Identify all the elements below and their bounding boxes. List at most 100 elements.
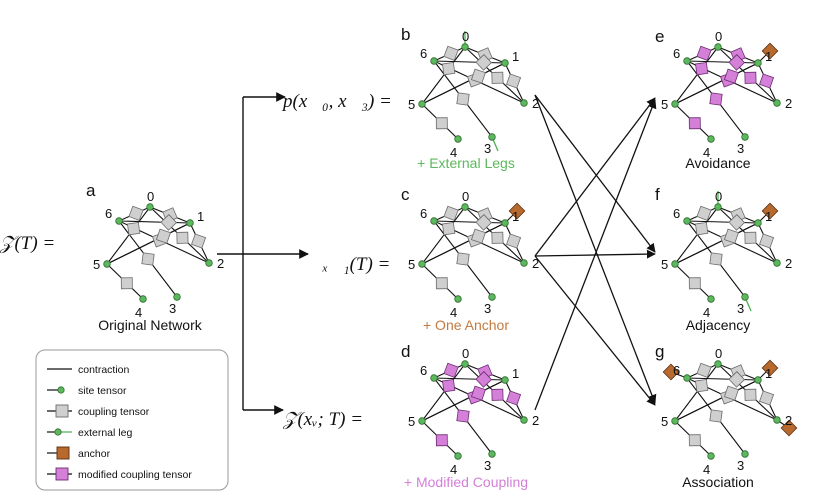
node-label-5: 5: [661, 414, 668, 429]
coupling-tensor-6-3: [709, 409, 723, 423]
caption-c: + One Anchor: [423, 317, 509, 333]
node-label-6: 6: [420, 363, 427, 378]
node-label-3: 3: [169, 301, 176, 316]
modified-coupling-tensor-6-1: [728, 54, 746, 71]
node-label-5: 5: [93, 257, 100, 272]
site-tensor-4: [707, 295, 715, 303]
legend-site-icon: [57, 386, 65, 394]
cross-arrows: [534, 94, 657, 411]
site-tensor-5: [671, 100, 679, 108]
site-tensor-4: [454, 295, 462, 303]
node-label-2: 2: [785, 256, 792, 271]
contraction-edge-1-5: [421, 379, 506, 422]
legend-label-contraction: contraction: [78, 364, 130, 376]
panel-letter-b: b: [401, 25, 410, 44]
modified-coupling-tensor-6-3: [456, 409, 470, 423]
site-tensor-3: [488, 133, 496, 141]
contraction-edge-6-1: [433, 60, 506, 64]
coupling-tensor-6-1: [160, 214, 178, 231]
modified-coupling-tensor-6-1: [475, 371, 493, 388]
site-tensor-5: [418, 100, 426, 108]
panel-letter-e: e: [655, 27, 664, 46]
coupling-tensor-6-0: [443, 205, 459, 221]
node-label-0: 0: [715, 29, 722, 44]
arrow-c-to-e: [534, 97, 656, 257]
node-label-6: 6: [673, 46, 680, 61]
site-tensor-3: [741, 450, 749, 458]
coupling-tensor-6-0: [128, 205, 144, 221]
node-label-6: 6: [673, 206, 680, 221]
site-tensor-0: [461, 43, 469, 51]
coupling-tensor-6-3: [709, 252, 723, 266]
coupling-tensor-1-2: [506, 73, 522, 89]
node-label-4: 4: [703, 462, 710, 477]
site-tensor-0: [714, 203, 722, 211]
site-tensor-0: [714, 360, 722, 368]
legend-item-contraction: contraction: [47, 364, 130, 376]
coupling-tensor-5-0: [441, 61, 456, 76]
node-label-1: 1: [197, 209, 204, 224]
contraction-edge-1-5: [674, 62, 759, 105]
modified-coupling-tensor-6-0: [443, 362, 459, 378]
coupling-tensor-6-0: [443, 45, 459, 61]
site-tensor-6: [430, 217, 438, 225]
equation-d: 𝒵(xᵥ; T) =: [282, 409, 363, 430]
node-label-3: 3: [737, 141, 744, 156]
coupling-tensor-6-1: [475, 214, 493, 231]
equation-a: 𝒵(T) =: [0, 233, 55, 254]
equation-c: 𝒵ₓ⃗₁(T) =: [308, 254, 390, 275]
node-label-2: 2: [532, 256, 539, 271]
coupling-tensor-6-3: [456, 252, 470, 266]
legend-item-external: external leg: [47, 427, 132, 439]
caption-f: Adjacency: [686, 317, 751, 333]
modified-coupling-tensor-6-0: [696, 45, 712, 61]
site-tensor-2: [205, 259, 213, 267]
site-tensor-3: [488, 293, 496, 301]
arrow-d-to-e: [534, 99, 657, 411]
node-label-2: 2: [785, 96, 792, 111]
coupling-tensor-5-0: [441, 221, 456, 236]
site-tensor-6: [683, 374, 691, 382]
contraction-edge-6-1: [433, 377, 506, 381]
modified-coupling-tensor-0-2: [744, 71, 757, 84]
contraction-edge-6-1: [686, 377, 759, 381]
node-label-6: 6: [420, 46, 427, 61]
coupling-tensor-6-3: [456, 92, 470, 106]
modified-coupling-tensor-1-2: [506, 390, 522, 406]
site-tensor-3: [741, 293, 749, 301]
coupling-tensor-5-4: [435, 117, 448, 130]
site-tensor-4: [454, 452, 462, 460]
coupling-tensor-6-1: [728, 214, 746, 231]
coupling-tensor-1-2: [191, 233, 207, 249]
site-tensor-6: [683, 217, 691, 225]
site-tensor-1: [501, 219, 509, 227]
contraction-edge-1-5: [106, 222, 191, 265]
site-tensor-1: [186, 219, 194, 227]
site-tensor-5: [418, 417, 426, 425]
modified-coupling-tensor-1-2: [759, 73, 775, 89]
node-label-1: 1: [765, 209, 772, 224]
coupling-tensor-5-4: [688, 277, 701, 290]
anchor-tensor-1: [761, 359, 779, 377]
contraction-edge-5-0: [421, 206, 466, 265]
node-label-4: 4: [703, 305, 710, 320]
node-label-2: 2: [532, 413, 539, 428]
equation-b: p(x⃗₀, x⃗₃) =: [281, 91, 392, 112]
site-tensor-0: [714, 43, 722, 51]
node-label-5: 5: [408, 97, 415, 112]
legend-anchor-icon: [56, 446, 70, 460]
coupling-tensor-5-4: [120, 277, 133, 290]
site-tensor-3: [173, 293, 181, 301]
node-label-0: 0: [462, 346, 469, 361]
site-tensor-0: [461, 203, 469, 211]
legend: contraction site tensor coupling tensor …: [35, 349, 229, 491]
contraction-edge-1-5: [674, 379, 759, 422]
legend-label-modified: modified coupling tensor: [78, 469, 192, 481]
site-tensor-0: [461, 360, 469, 368]
legend-modified-icon: [55, 467, 69, 481]
site-tensor-1: [501, 59, 509, 67]
node-label-0: 0: [462, 189, 469, 204]
